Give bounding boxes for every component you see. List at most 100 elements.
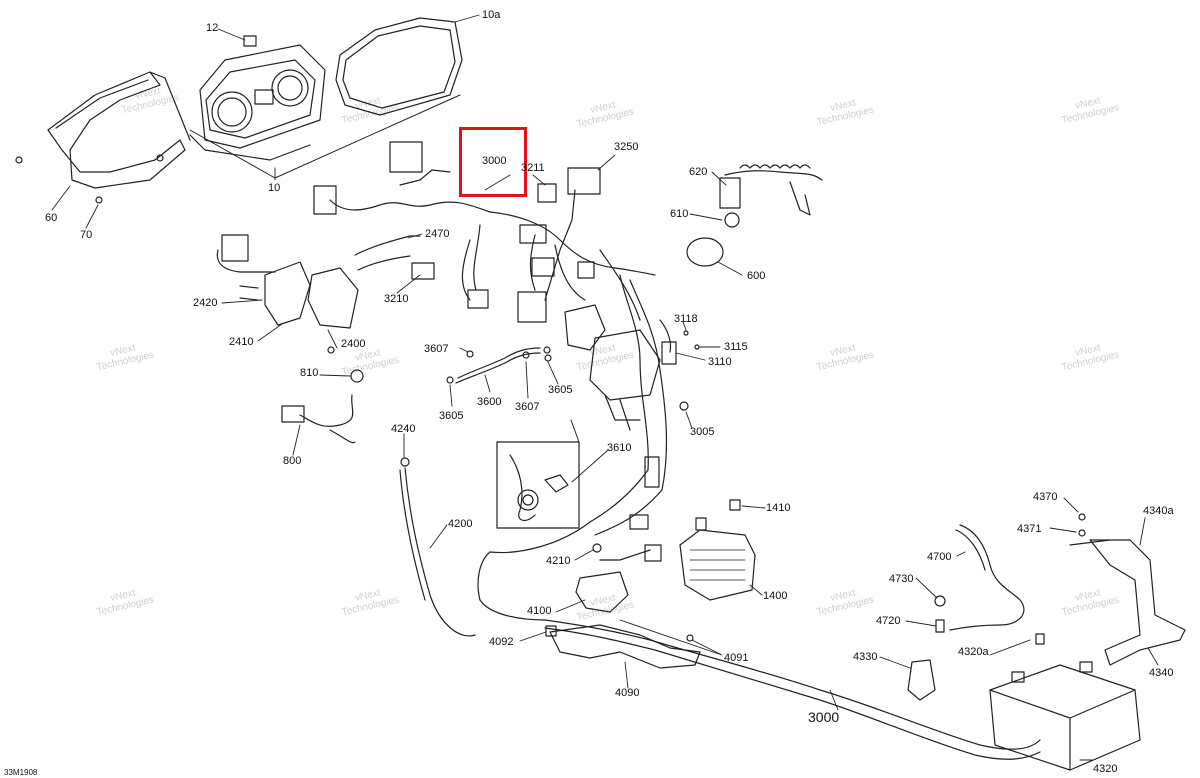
callout-4330[interactable]: 4330 xyxy=(853,651,878,663)
bracket-4340 xyxy=(1089,539,1186,666)
leader-lines xyxy=(51,14,1159,761)
callout-3005[interactable]: 3005 xyxy=(690,426,715,438)
callout-3000-highlighted[interactable]: 3000 xyxy=(482,155,507,167)
callout-4700[interactable]: 4700 xyxy=(927,551,952,563)
callout-600[interactable]: 600 xyxy=(747,270,766,282)
callout-3607-b[interactable]: 3607 xyxy=(515,401,540,413)
connector-icon xyxy=(644,456,660,488)
callout-2470[interactable]: 2470 xyxy=(425,228,450,240)
detail-inset xyxy=(496,441,580,529)
bolt-1410 xyxy=(729,499,741,511)
harness-lower xyxy=(477,469,1041,760)
bulb-12 xyxy=(243,35,257,47)
gauge-lens-10a xyxy=(335,17,463,116)
callout-4320[interactable]: 4320 xyxy=(1093,763,1118,775)
nut-4730 xyxy=(934,595,946,607)
fuse-3118 xyxy=(683,330,689,336)
callout-4320a[interactable]: 4320a xyxy=(958,646,989,658)
callout-3607-a[interactable]: 3607 xyxy=(424,343,449,355)
callout-4371[interactable]: 4371 xyxy=(1017,523,1042,535)
callout-4340a[interactable]: 4340a xyxy=(1143,505,1174,517)
callout-4100[interactable]: 4100 xyxy=(527,605,552,617)
callout-2400[interactable]: 2400 xyxy=(341,338,366,350)
highlight-box xyxy=(459,127,527,197)
nut-icon xyxy=(522,351,530,359)
cable-4200 xyxy=(404,467,476,637)
callout-3211[interactable]: 3211 xyxy=(521,162,545,174)
harness-800 xyxy=(299,394,354,427)
document-code: 33M1908 xyxy=(4,768,38,777)
callout-2420[interactable]: 2420 xyxy=(193,297,218,309)
bolt-4370 xyxy=(1078,513,1086,521)
callout-810[interactable]: 810 xyxy=(300,367,319,379)
bolt-4320a xyxy=(1035,633,1045,645)
relay-icon xyxy=(564,304,606,351)
connector-icon xyxy=(577,261,595,279)
connector-icon xyxy=(519,224,547,244)
sensor-800 xyxy=(281,405,305,423)
connector-icon xyxy=(629,514,649,530)
harness-upper xyxy=(329,169,668,491)
tube-2470 xyxy=(354,235,421,256)
cable-4700 xyxy=(949,524,1025,631)
coil-cord-620 xyxy=(724,170,823,181)
connector-icon xyxy=(313,185,337,215)
callout-4091[interactable]: 4091 xyxy=(724,652,749,664)
callout-1410[interactable]: 1410 xyxy=(766,502,791,514)
connector-icon xyxy=(661,341,677,365)
connector-icon xyxy=(517,291,547,323)
callout-60[interactable]: 60 xyxy=(45,212,58,224)
callout-800[interactable]: 800 xyxy=(283,455,302,467)
callout-10a[interactable]: 10a xyxy=(482,9,501,21)
callout-3250[interactable]: 3250 xyxy=(614,141,639,153)
sensor-3211 xyxy=(537,183,557,203)
callout-12[interactable]: 12 xyxy=(206,22,219,34)
callout-610[interactable]: 610 xyxy=(670,208,689,220)
bolt-4091 xyxy=(686,634,694,642)
buzzer-810 xyxy=(350,369,364,383)
callout-3118[interactable]: 3118 xyxy=(674,313,698,325)
callout-4370[interactable]: 4370 xyxy=(1033,491,1058,503)
battery-4320 xyxy=(989,664,1141,771)
sensor-3210 xyxy=(411,262,435,280)
fuse-3005 xyxy=(679,401,689,411)
callout-2410[interactable]: 2410 xyxy=(229,336,254,348)
solenoid-4100 xyxy=(575,571,629,613)
callout-1400[interactable]: 1400 xyxy=(763,590,788,602)
callout-4200[interactable]: 4200 xyxy=(448,518,473,530)
connector-icon xyxy=(467,289,489,309)
screw-icon xyxy=(15,156,23,164)
callout-70[interactable]: 70 xyxy=(80,229,93,241)
bolt-icon xyxy=(544,354,552,362)
callout-3110[interactable]: 3110 xyxy=(708,356,732,368)
ground-strap-3600 xyxy=(457,347,541,379)
callout-3605-a[interactable]: 3605 xyxy=(439,410,464,422)
switch-2400 xyxy=(307,267,359,329)
callout-10[interactable]: 10 xyxy=(268,182,281,194)
callout-3605-b[interactable]: 3605 xyxy=(548,384,573,396)
callout-620[interactable]: 620 xyxy=(689,166,708,178)
callout-4340[interactable]: 4340 xyxy=(1149,667,1174,679)
callout-4210[interactable]: 4210 xyxy=(546,555,571,567)
leader-line xyxy=(544,189,576,301)
callout-3600[interactable]: 3600 xyxy=(477,396,502,408)
regulator-1400 xyxy=(679,529,756,601)
clip-icon xyxy=(327,346,335,354)
fuse-3115 xyxy=(694,344,700,350)
callout-3610[interactable]: 3610 xyxy=(607,442,632,454)
callout-3000-main[interactable]: 3000 xyxy=(808,709,840,725)
callout-4090[interactable]: 4090 xyxy=(615,687,640,699)
callout-4720[interactable]: 4720 xyxy=(876,615,901,627)
boot-4330 xyxy=(907,659,936,701)
cap-610 xyxy=(724,212,740,228)
washer-4371 xyxy=(1078,529,1086,537)
callout-4240[interactable]: 4240 xyxy=(391,423,416,435)
callout-3115[interactable]: 3115 xyxy=(724,341,748,353)
gauge-bezel-60 xyxy=(47,71,191,189)
callout-4730[interactable]: 4730 xyxy=(889,573,914,585)
callout-4092[interactable]: 4092 xyxy=(489,636,514,648)
callout-3210[interactable]: 3210 xyxy=(384,293,409,305)
connector-icon xyxy=(644,544,662,562)
